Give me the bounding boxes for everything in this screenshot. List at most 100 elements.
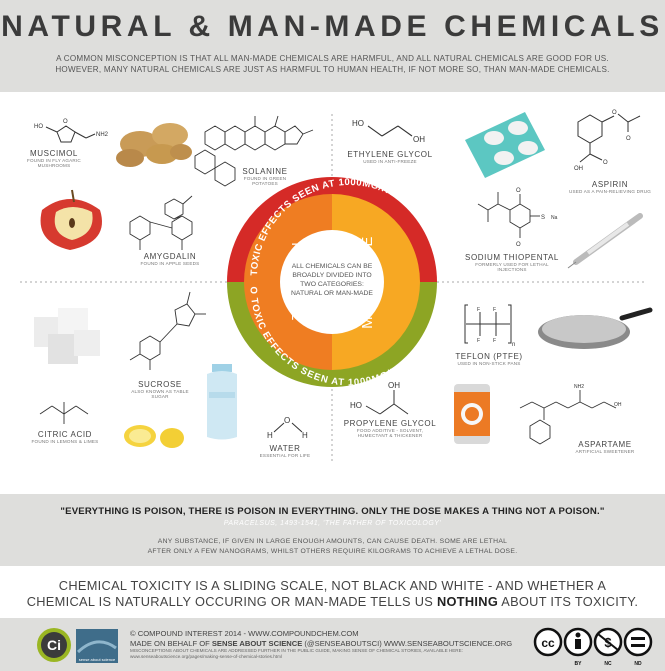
conclusion-emphasis: NOTHING [436, 594, 499, 609]
label-teflon: TEFLON (PTFE) USED IN NON-STICK PANS [455, 352, 523, 366]
svg-text:NC: NC [604, 661, 612, 667]
label-sucrose: SUCROSE ALSO KNOWN AS TABLE SUGAR [131, 380, 189, 400]
teflon-f2: F [493, 307, 496, 313]
center-text-1: ALL CHEMICALS CAN BE [292, 263, 373, 270]
subtitle-line-2: HOWEVER, MANY NATURAL CHEMICALS ARE JUST… [55, 65, 610, 74]
nd-icon [631, 637, 645, 640]
subtitle-line-1: A COMMON MISCONCEPTION IS THAT ALL MAN-M… [56, 54, 609, 63]
quote-note-line-1: ANY SUBSTANCE, IF GIVEN IN LARGE ENOUGH … [157, 538, 508, 545]
apple-image [40, 189, 102, 250]
syringe-image [567, 213, 643, 269]
quote-note-line-2: AFTER ONLY A FEW NANOGRAMS, WHILST OTHER… [147, 548, 518, 555]
aspartame-nh2: NH2 [574, 384, 584, 390]
center-text-2: BROADLY DIVIDED INTO [292, 272, 371, 279]
soda-can-image [454, 384, 490, 444]
potatoes-image [116, 123, 192, 167]
svg-text:sense about science: sense about science [79, 657, 116, 662]
footer-guide-note: MISCONCEPTIONS ABOUT CHEMICALS ARE ADDRE… [130, 648, 463, 653]
aspartame-structure [519, 390, 617, 445]
teflon-structure [464, 304, 512, 344]
paracelsus-quote: "EVERYTHING IS POISON, THERE IS POISON I… [60, 506, 605, 517]
chemicals-diagram: TOXIC EFFECTS SEEN AT 1000MG/KG OF BODY … [0, 92, 653, 464]
muscimol-ho: HO [34, 124, 43, 130]
sodium-thiopental-structure [477, 192, 540, 238]
label-ethylene-glycol: ETHYLENE GLYCOL USED IN ANTI-FREEZE [347, 150, 433, 164]
label-aspirin: ASPIRIN USED AS A PAIN-RELIEVING DRUG [568, 180, 652, 194]
label-propylene-glycol: PROPYLENE GLYCOL FOOD ADDITIVE - SOLVENT… [343, 419, 437, 439]
eg-ho: HO [352, 119, 364, 128]
footer-copyright: © COMPOUND INTEREST 2014 - WWW.COMPOUNDC… [130, 629, 359, 638]
label-aspartame: ASPARTAME ARTIFICIAL SWEETENER [575, 440, 635, 454]
compound-interest-logo: Ci [37, 628, 71, 662]
svg-text:BY: BY [575, 661, 583, 667]
center-disc [280, 230, 384, 334]
teflon-f1: F [477, 307, 480, 313]
header-band: NATURAL & MAN-MADE CHEMICALS A COMMON MI… [0, 0, 665, 92]
sucrose-structure [129, 291, 206, 370]
subtitle: A COMMON MISCONCEPTION IS THAT ALL MAN-M… [10, 53, 655, 75]
muscimol-structure [45, 125, 96, 143]
lemons-image [124, 425, 184, 448]
svg-text:ND: ND [634, 661, 642, 667]
aspirin-structure [577, 113, 641, 163]
footer-credits: © COMPOUND INTEREST 2014 - WWW.COMPOUNDC… [130, 629, 530, 659]
water-o: O [284, 416, 290, 425]
propylene-glycol-structure [365, 390, 409, 415]
quote-note: ANY SUBSTANCE, IF GIVEN IN LARGE ENOUGH … [60, 537, 605, 557]
footer-sponsor: MADE ON BEHALF OF SENSE ABOUT SCIENCE (@… [130, 638, 513, 648]
svg-text:Ci: Ci [47, 637, 61, 653]
conclusion: CHEMICAL TOXICITY IS A SLIDING SCALE, NO… [10, 578, 655, 610]
center-text-3: TWO CATEGORIES: [300, 281, 364, 288]
aspirin-pills-image [465, 112, 545, 178]
ethylene-glycol-structure [367, 125, 413, 137]
label-amygdalin: AMYGDALIN FOUND IN APPLE SEEDS [140, 252, 200, 266]
label-solanine: SOLANINE FOUND IN GREEN POTATOES [242, 167, 288, 187]
muscimol-o: O [63, 119, 68, 125]
label-sodium-thiopental: SODIUM THIOPENTAL FORMERLY USED FOR LETH… [465, 253, 559, 273]
pg-oh: OH [388, 381, 400, 390]
water-h1: H [267, 431, 273, 440]
muscimol-nh2: NH2 [96, 132, 109, 138]
center-text-4: NATURAL OR MAN-MADE [291, 290, 373, 297]
teflon-f4: F [493, 338, 496, 344]
water-structure [273, 422, 303, 433]
teflon-f3: F [477, 338, 480, 344]
conclusion-line-1: CHEMICAL TOXICITY IS A SLIDING SCALE, NO… [58, 578, 607, 593]
quote-band: "EVERYTHING IS POISON, THERE IS POISON I… [0, 494, 665, 566]
footer-guide-link[interactable]: www.senseaboutscience.org/pages/making-s… [130, 653, 282, 659]
st-o2: O [516, 242, 521, 248]
label-water: WATER ESSENTIAL FOR LIFE [259, 444, 311, 458]
water-h2: H [302, 431, 308, 440]
teflon-n: n [512, 342, 515, 348]
st-na: Na [551, 215, 558, 221]
main-graphic: TOXIC EFFECTS SEEN AT 1000MG/KG OF BODY … [0, 92, 665, 494]
aspirin-o1: O [612, 110, 617, 116]
solanine-structure [194, 115, 314, 187]
quote-author: PARACELSUS, 1493-1541, 'THE FATHER OF TO… [223, 520, 442, 527]
aspartame-oh: OH [614, 402, 622, 408]
by-icon [575, 632, 581, 638]
aspirin-oh: OH [574, 166, 583, 172]
natural-label: NATURAL [288, 242, 305, 321]
page-title: NATURAL & MAN-MADE CHEMICALS [1, 10, 664, 43]
man-made-label: MAN-MADE [359, 235, 376, 329]
pg-ho: HO [350, 401, 362, 410]
label-muscimol: MUSCIMOL FOUND IN FLY AGARIC MUSHROOMS [27, 149, 81, 169]
footer-logos: Ci sense about science cc $ BY NC ND [37, 627, 653, 667]
label-citric-acid: CITRIC ACID FOUND IN LEMONS & LIMES [31, 430, 99, 444]
aspirin-o2: O [626, 136, 631, 142]
conclusion-line-2: CHEMICAL IS NATURALLY OCCURING OR MAN-MA… [26, 594, 639, 609]
cc-icon: cc [541, 636, 555, 650]
water-bottle-image [207, 364, 237, 440]
footer: Ci sense about science cc $ BY NC ND © C… [0, 618, 665, 671]
frying-pan-image [538, 307, 653, 349]
amygdalin-structure [129, 195, 193, 250]
st-o1: O [516, 188, 521, 194]
aspirin-o3: O [603, 160, 608, 166]
eg-oh: OH [413, 135, 425, 144]
citric-acid-structure [39, 402, 89, 424]
sugar-cubes-image [34, 308, 100, 364]
creative-commons-icons: cc $ BY NC ND [533, 627, 653, 667]
sense-about-science-logo: sense about science [76, 629, 118, 663]
st-s: S [541, 215, 545, 221]
